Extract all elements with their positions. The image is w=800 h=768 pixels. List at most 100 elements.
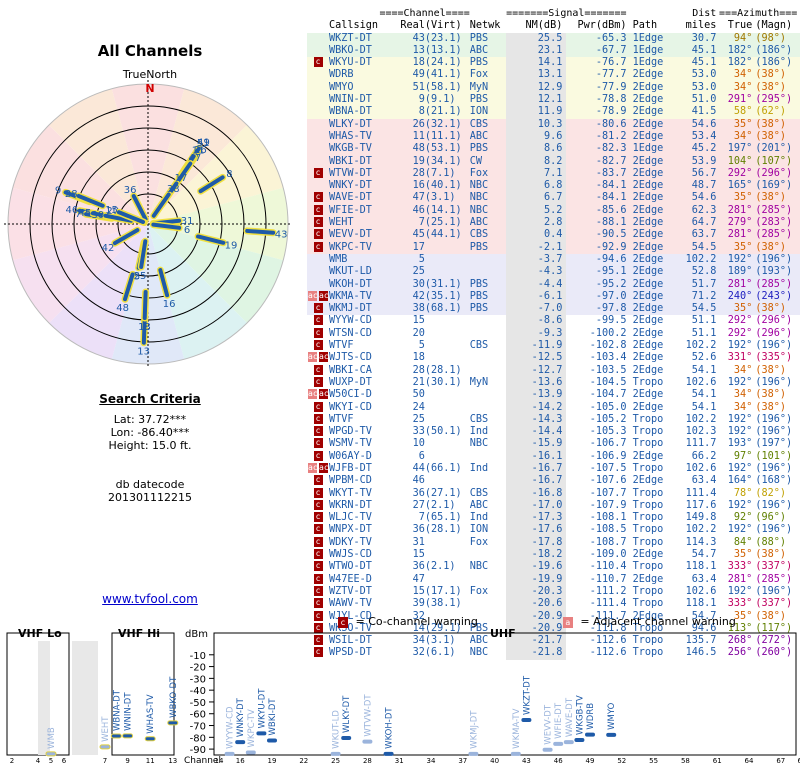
station-callsign[interactable]: WKYI-CD — [329, 401, 372, 413]
station-callsign[interactable]: WTSN-CD — [329, 327, 372, 339]
station-callsign[interactable]: WBKO-DT — [329, 44, 372, 56]
station-callsign[interactable]: WAVE-DT — [329, 192, 372, 204]
station-callsign[interactable]: WHAS-TV — [329, 130, 372, 142]
station-callsign[interactable]: WAWV-TV — [329, 598, 372, 610]
station-callsign[interactable]: WJYL-CD — [329, 610, 372, 622]
station-callsign[interactable]: WNPX-DT — [329, 524, 372, 536]
header-real[interactable]: Real — [400, 20, 425, 32]
station-callsign[interactable]: W50CI-D — [329, 389, 372, 401]
station-callsign[interactable]: WTWO-DT — [329, 561, 372, 573]
header-dist[interactable]: miles — [685, 20, 717, 32]
station-callsign[interactable]: WKUT-LD — [329, 266, 372, 278]
station-callsign[interactable]: WKSO-TV — [329, 622, 372, 634]
station-callsign[interactable]: WTVW-DT — [329, 167, 372, 179]
station-callsign[interactable]: WKZT-DT — [329, 32, 372, 44]
station-callsign[interactable]: WDRB — [329, 69, 354, 81]
station-callsign[interactable]: WLKY-DT — [329, 118, 372, 130]
station-callsign[interactable]: WBNA-DT — [329, 106, 372, 118]
station-callsign[interactable]: WSMV-TV — [329, 438, 372, 450]
station-callsign[interactable]: WKPC-TV — [329, 241, 372, 253]
header-pwr[interactable]: Pwr(dBm) — [577, 20, 627, 32]
station-callsign[interactable]: WPGD-TV — [329, 426, 372, 438]
station-callsign[interactable]: WWJS-CD — [329, 549, 372, 561]
station-callsign[interactable]: WDKY-TV — [329, 536, 372, 548]
station-callsign[interactable]: WZTV-DT — [329, 585, 372, 597]
header-virt[interactable]: (Virt) — [424, 20, 462, 32]
station-callsign[interactable]: WBKI-DT — [329, 155, 372, 167]
header-netwk[interactable]: Netwk — [469, 20, 501, 32]
station-callsign[interactable]: WKYT-TV — [329, 487, 372, 499]
station-callsign[interactable]: WNIN-DT — [329, 94, 372, 106]
header-callsign[interactable]: Callsign — [329, 20, 379, 32]
station-callsign[interactable]: WEHT — [329, 217, 354, 229]
station-callsign[interactable]: WUXP-DT — [329, 376, 372, 388]
header-path[interactable]: Path — [632, 20, 658, 32]
station-callsign[interactable]: WSIL-DT — [329, 635, 372, 647]
station-callsign[interactable]: WPSD-DT — [329, 647, 372, 659]
header-true[interactable]: True — [727, 20, 753, 32]
station-callsign[interactable]: WFIE-DT — [329, 204, 372, 216]
station-callsign[interactable]: WNKY-DT — [329, 180, 372, 192]
header-magn[interactable]: (Magn) — [755, 20, 793, 32]
station-callsign[interactable]: WJTS-CD — [329, 352, 372, 364]
station-callsign[interactable]: WKMA-TV — [329, 290, 372, 302]
station-callsign[interactable]: WJFB-DT — [329, 462, 372, 474]
station-callsign[interactable]: WKRN-DT — [329, 499, 372, 511]
station-callsign[interactable]: WBKI-CA — [329, 364, 372, 376]
header-nm[interactable]: NM(dB) — [525, 20, 563, 32]
station-callsign[interactable]: W47EE-D — [329, 573, 372, 585]
station-callsign[interactable]: WKMJ-DT — [329, 303, 372, 315]
station-callsign[interactable]: WKYU-DT — [329, 57, 372, 69]
station-callsign[interactable]: WLJC-TV — [329, 512, 372, 524]
station-callsign[interactable]: WEVV-DT — [329, 229, 372, 241]
station-callsign[interactable]: WKGB-TV — [329, 143, 372, 155]
